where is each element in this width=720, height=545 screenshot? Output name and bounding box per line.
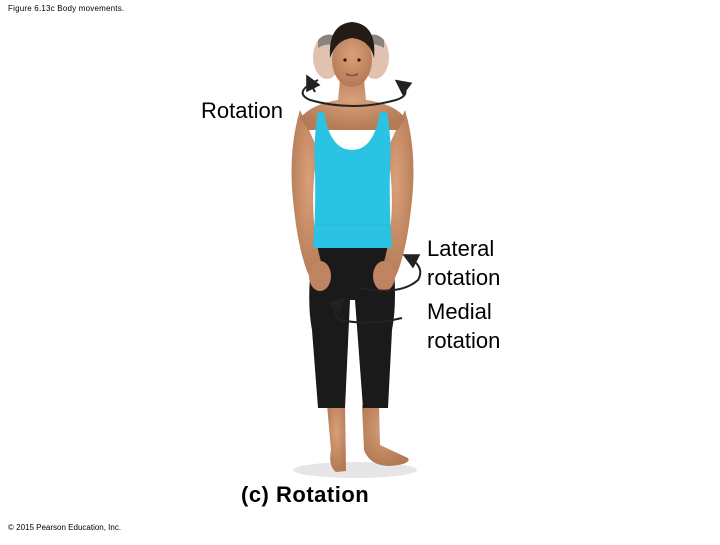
label-lateral-line1: Lateral bbox=[427, 236, 495, 261]
feet bbox=[327, 404, 409, 472]
head-rotation-arrow-back bbox=[306, 74, 321, 93]
label-medial-line1: Medial bbox=[427, 299, 492, 324]
lateral-rotation-arrow bbox=[359, 254, 422, 292]
leggings bbox=[309, 247, 395, 408]
label-medial-line2: rotation bbox=[427, 328, 501, 353]
label-lateral-line2: rotation bbox=[427, 265, 501, 290]
copyright-notice: © 2015 Pearson Education, Inc. bbox=[8, 523, 122, 532]
head-rotation-arrow bbox=[301, 79, 413, 107]
figure-caption: Figure 6.13c Body movements. bbox=[8, 4, 125, 13]
tank-top bbox=[313, 112, 392, 248]
head bbox=[329, 22, 375, 87]
floor-shadow bbox=[293, 462, 417, 478]
label-lateral-rotation: Lateral rotation bbox=[427, 234, 500, 292]
label-rotation: Rotation bbox=[201, 98, 283, 123]
arms bbox=[291, 110, 414, 291]
panel-title: (c) Rotation bbox=[241, 482, 370, 507]
label-medial-rotation: Medial rotation bbox=[427, 297, 500, 355]
medial-rotation-arrow bbox=[327, 297, 403, 324]
